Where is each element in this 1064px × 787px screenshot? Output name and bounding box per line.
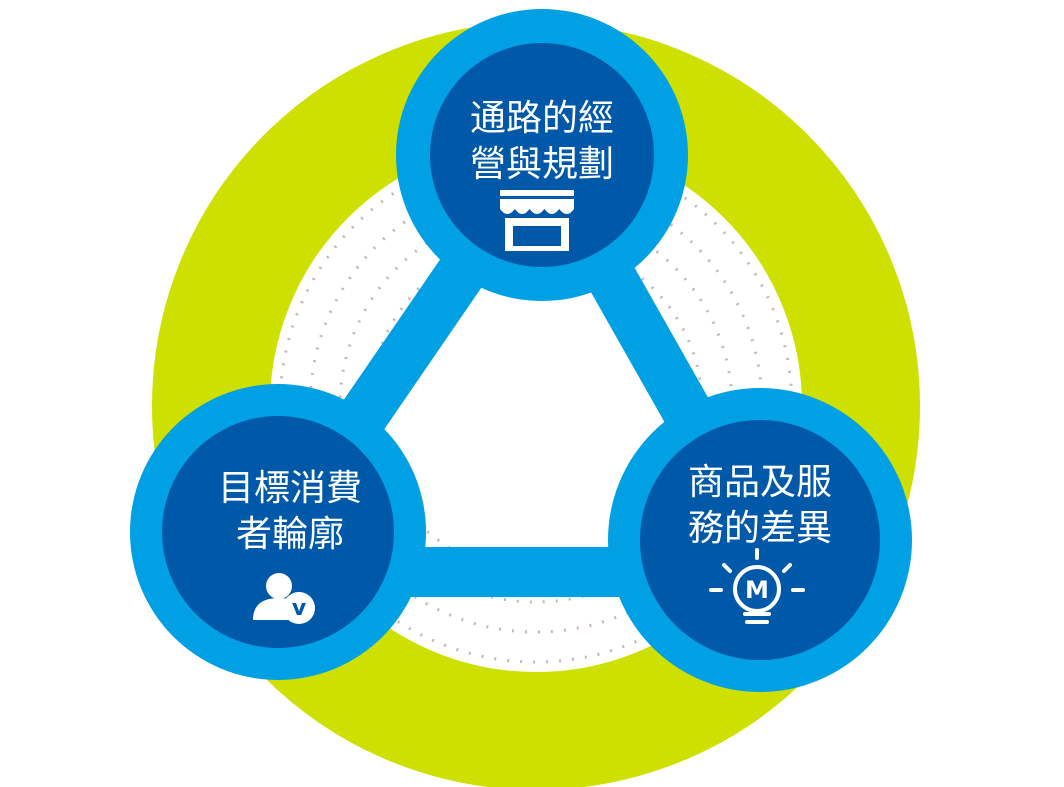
node-consumer: 目標消費 者輪廓 v [130, 384, 426, 680]
node-channel-label-line2: 營與規劃 [470, 144, 614, 185]
node-product: 商品及服 務的差異 M [608, 388, 912, 692]
lightbulb-m-icon: M [709, 548, 805, 624]
node-channel-label-line1: 通路的經 [470, 98, 614, 139]
lightbulb-letter: M [745, 576, 769, 604]
storefront-icon [500, 190, 574, 251]
node-channel: 通路的經 營與規劃 [396, 9, 688, 301]
node-consumer-label-line1: 目標消費 [218, 468, 362, 509]
user-check-badge-letter: v [292, 596, 307, 621]
user-check-icon: v [253, 573, 315, 624]
node-product-label-line1: 商品及服 [688, 462, 832, 503]
node-consumer-label-line2: 者輪廓 [236, 514, 344, 555]
node-product-label-line2: 務的差異 [688, 508, 832, 549]
